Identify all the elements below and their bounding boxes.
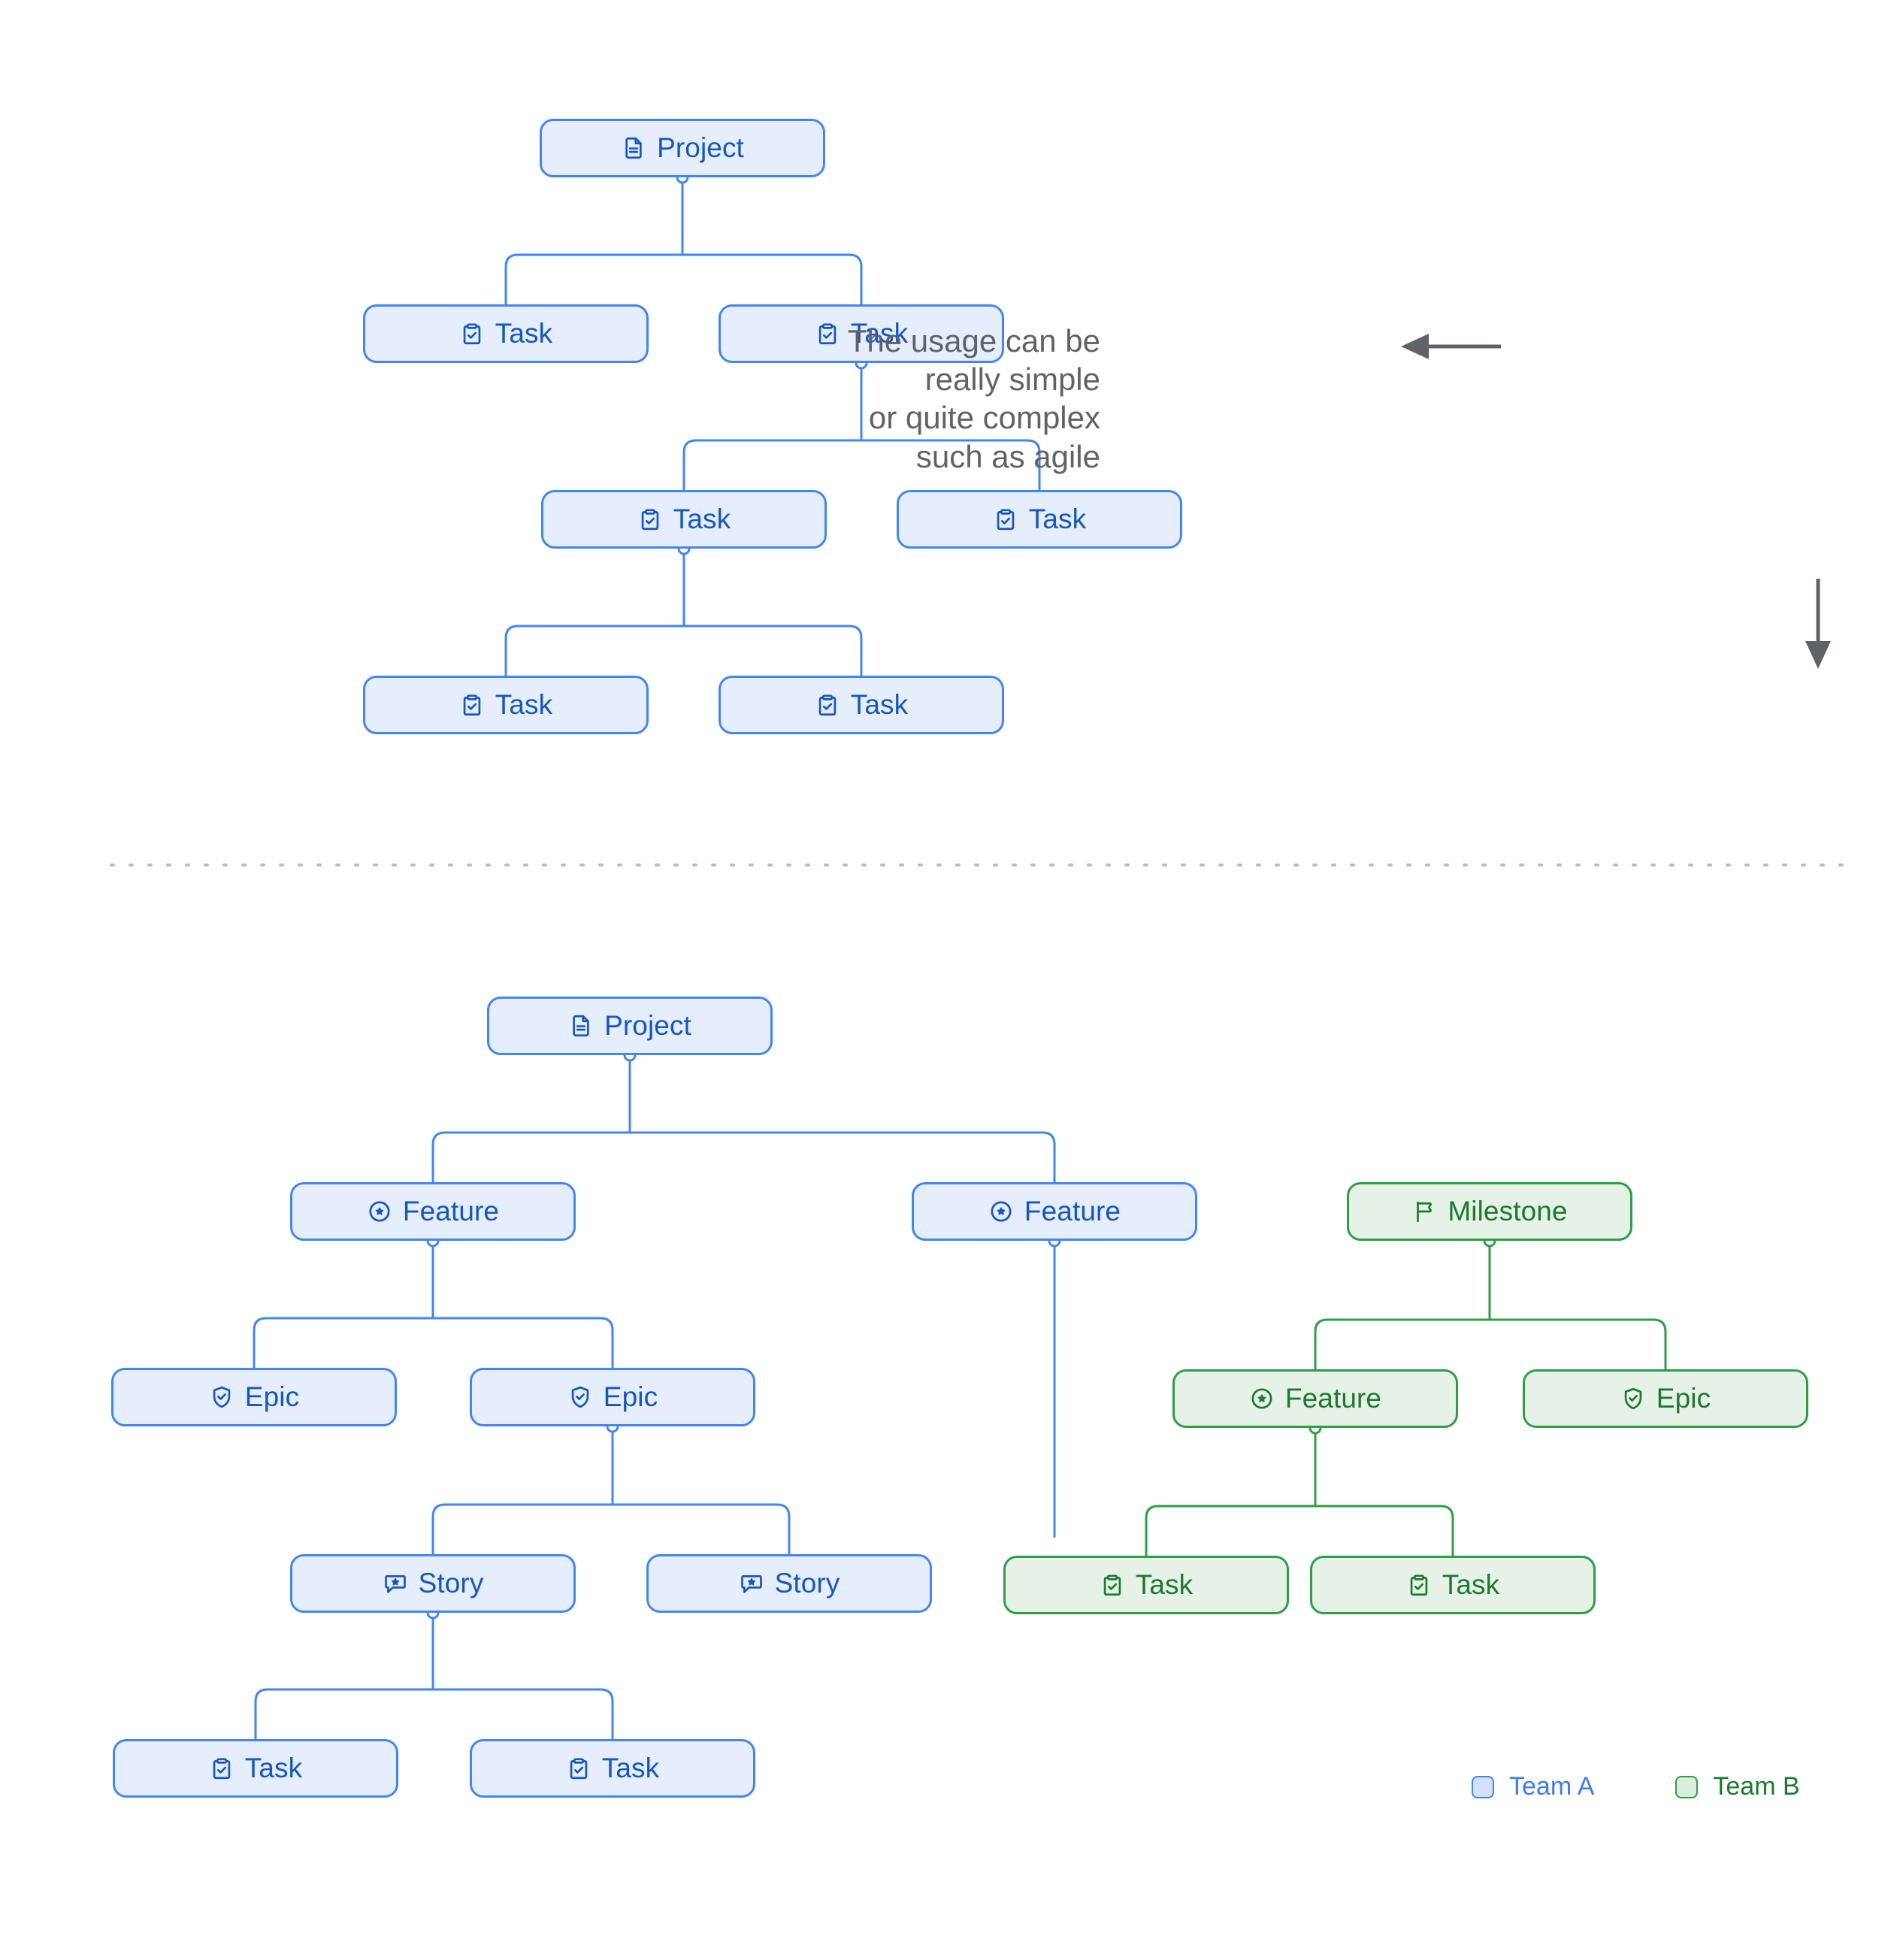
node-label: Feature [1284, 1382, 1382, 1414]
edge-line [861, 439, 1041, 490]
node-epic[interactable]: Epic [111, 1368, 397, 1426]
arrow-down-icon [1805, 579, 1831, 669]
edge-line [504, 625, 684, 676]
node-task[interactable]: Task [1003, 1556, 1289, 1614]
node-task[interactable]: Task [1310, 1556, 1596, 1614]
flag-icon [1411, 1199, 1437, 1224]
node-label: Project [604, 1009, 691, 1041]
shield-check-icon [209, 1384, 234, 1410]
node-task[interactable]: Task [719, 304, 1004, 363]
legend-item-team-b: Team B [1675, 1772, 1800, 1801]
node-task[interactable]: Task [363, 676, 649, 734]
node-label: Task [495, 317, 553, 349]
edge-line [433, 1688, 614, 1739]
edge-line [253, 1317, 433, 1368]
node-task[interactable]: Task [897, 490, 1182, 549]
clipboard-check-icon [459, 692, 485, 718]
edge-line [431, 1503, 613, 1554]
annotation-text: The usage can be really simple or quite … [770, 322, 1100, 476]
star-circle-icon [988, 1199, 1014, 1224]
edge-line [254, 1688, 433, 1739]
clipboard-check-icon [566, 1756, 591, 1781]
node-label: Task [850, 688, 909, 720]
node-story[interactable]: Story [646, 1554, 932, 1613]
clipboard-check-icon [993, 507, 1018, 532]
arrow-left-icon [1401, 334, 1501, 359]
clipboard-check-icon [209, 1756, 234, 1781]
document-icon [568, 1013, 594, 1039]
legend: Team A Team B [1472, 1772, 1800, 1801]
node-story[interactable]: Story [290, 1554, 576, 1613]
annotation-line-2: really simple [924, 361, 1100, 398]
clipboard-check-icon [1406, 1572, 1432, 1598]
node-label: Epic [244, 1381, 300, 1412]
node-task[interactable]: Task [113, 1739, 398, 1798]
annotation-line-4: such as agile [915, 438, 1100, 474]
clipboard-check-icon [815, 692, 840, 718]
node-label: Task [1442, 1568, 1500, 1600]
edge-line [431, 1131, 630, 1182]
edge-line [1490, 1318, 1667, 1369]
edge-line [504, 253, 682, 304]
node-label: Task [1135, 1568, 1194, 1600]
edge-line [682, 253, 863, 304]
edge-line [630, 1131, 1056, 1182]
shield-check-icon [1620, 1386, 1646, 1411]
square-swatch-icon [1675, 1775, 1699, 1798]
legend-item-team-a: Team A [1472, 1772, 1594, 1801]
edge-line [433, 1317, 614, 1368]
star-circle-icon [1249, 1386, 1275, 1411]
node-feature[interactable]: Feature [1172, 1369, 1458, 1428]
edge-line [1314, 1318, 1490, 1369]
node-label: Milestone [1448, 1195, 1568, 1227]
edge-line [682, 439, 861, 490]
legend-label-team-a: Team A [1509, 1772, 1595, 1801]
clipboard-check-icon [1100, 1572, 1125, 1598]
node-project[interactable]: Project [540, 119, 825, 177]
story-icon [739, 1571, 764, 1596]
node-label: Feature [1024, 1195, 1121, 1227]
node-label: Project [657, 132, 744, 163]
clipboard-check-icon [815, 321, 840, 346]
document-icon [621, 135, 646, 161]
node-label: Task [244, 1752, 303, 1783]
node-label: Epic [603, 1381, 658, 1412]
node-task[interactable]: Task [719, 676, 1004, 734]
node-feature[interactable]: Feature [912, 1182, 1197, 1241]
node-label: Task [850, 317, 909, 349]
node-label: Task [673, 503, 731, 534]
annotation-line-3: or quite complex [868, 400, 1100, 436]
edge-line [613, 1503, 791, 1554]
edge-line [684, 625, 863, 676]
annotation-line-1: The usage can be [847, 323, 1100, 358]
shield-check-icon [567, 1384, 593, 1410]
story-icon [383, 1571, 408, 1596]
star-circle-icon [367, 1199, 392, 1224]
legend-label-team-b: Team B [1713, 1772, 1800, 1801]
node-milestone[interactable]: Milestone [1347, 1182, 1632, 1241]
node-epic[interactable]: Epic [470, 1368, 755, 1426]
node-label: Story [774, 1567, 840, 1599]
clipboard-check-icon [637, 507, 663, 532]
node-label: Epic [1656, 1382, 1711, 1414]
square-swatch-icon [1472, 1775, 1494, 1798]
node-label: Task [601, 1752, 660, 1783]
node-label: Feature [402, 1195, 500, 1227]
node-epic[interactable]: Epic [1523, 1369, 1808, 1428]
node-task[interactable]: Task [363, 304, 649, 363]
node-label: Story [418, 1567, 484, 1599]
node-feature[interactable]: Feature [290, 1182, 576, 1241]
node-task[interactable]: Task [541, 490, 827, 549]
node-project[interactable]: Project [487, 997, 773, 1055]
clipboard-check-icon [459, 321, 485, 346]
edge-line [1315, 1505, 1454, 1556]
node-label: Task [1028, 503, 1087, 534]
node-label: Task [495, 688, 553, 720]
edge-line [1145, 1505, 1315, 1556]
node-task[interactable]: Task [470, 1739, 755, 1798]
